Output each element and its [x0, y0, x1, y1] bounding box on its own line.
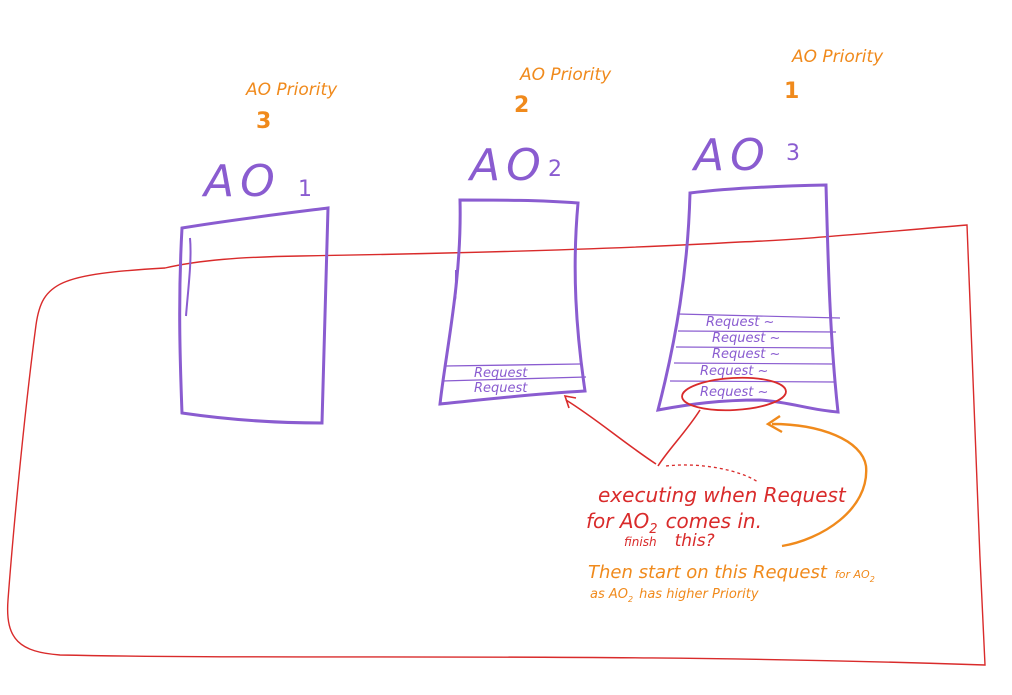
ao2-request-item: Request: [474, 366, 528, 381]
ao2-queue-box: [438, 198, 587, 406]
orange-note-line-1-small: for AO: [835, 568, 870, 581]
ao3-queue-box: [655, 183, 840, 414]
active-object-ao1: AO Priority 3 AO 1: [178, 80, 338, 425]
ao3-queue-divider: [675, 346, 835, 349]
red-note-line-2: for AO2 comes in.: [586, 509, 762, 537]
ao3-priority-value: 1: [784, 79, 799, 104]
incoming-request-arrow: [565, 399, 657, 465]
ao3-queue-divider: [669, 380, 835, 383]
ao3-request-item: Request ~: [712, 331, 780, 346]
ao3-queue-divider: [677, 330, 837, 333]
active-object-ao3: AO Priority 1 AO 3 Request ~ Request ~ R…: [655, 47, 884, 414]
orange-note-line-1-small-sub: 2: [870, 575, 875, 584]
ao3-request-item: Request ~: [700, 385, 768, 400]
red-note-line-1: executing when Request: [598, 483, 847, 507]
executing-request-highlight: [681, 376, 787, 412]
ao2-queue-divider: [441, 376, 587, 382]
system-boundary: [6, 224, 986, 666]
red-note-small: finish this?: [624, 531, 715, 551]
ao1-priority-value: 3: [256, 109, 271, 134]
ao1-queue-box: [178, 206, 330, 425]
ao2-priority-value: 2: [514, 93, 529, 118]
ao2-title-subscript: 2: [548, 157, 562, 182]
ao1-title: AO: [201, 156, 281, 207]
red-note-line-2-sub: 2: [649, 522, 657, 537]
ao3-priority-label: AO Priority: [791, 47, 884, 67]
active-object-ao2: AO Priority 2 AO 2 Request Request: [438, 65, 612, 406]
executing-connector-line: [657, 409, 701, 467]
ao1-tick-mark: [185, 237, 192, 317]
ao2-title: AO: [467, 140, 547, 191]
dashed-connector: [665, 464, 759, 483]
orange-note-line-2-sub: 2: [628, 595, 633, 604]
ao1-title-subscript: 1: [298, 177, 312, 202]
priority-switch-arrow: [771, 422, 868, 548]
ao3-request-item: Request ~: [706, 315, 774, 330]
orange-note-line-1-text: Then start on this Request: [588, 562, 828, 583]
red-note-small-word: finish: [624, 535, 657, 549]
ao3-queue-divider: [673, 362, 833, 365]
ao2-priority-label: AO Priority: [519, 65, 612, 85]
orange-note-line-1: Then start on this Request for AO2: [588, 562, 875, 584]
ao1-priority-label: AO Priority: [245, 80, 338, 100]
red-note-small-tail: this?: [675, 531, 715, 551]
ao3-title-subscript: 3: [786, 141, 800, 166]
orange-note-line-2: as AO2 has higher Priority: [590, 587, 759, 604]
ao3-request-item: Request ~: [712, 347, 780, 362]
ao2-request-item: Request: [474, 381, 528, 396]
ao3-title: AO: [691, 130, 771, 181]
orange-note-line-2-tail: has higher Priority: [639, 587, 759, 602]
ao2-queue-divider: [444, 363, 581, 367]
red-note-line-2-text: for AO: [586, 509, 649, 533]
incoming-request-arrowhead: [563, 394, 577, 409]
ao3-request-item: Request ~: [700, 364, 768, 379]
priority-switch-arrowhead: [765, 415, 783, 434]
ao3-queue-divider: [677, 313, 841, 319]
red-note-line-2-tail: comes in.: [666, 509, 762, 533]
ao2-tick-mark: [454, 269, 457, 301]
orange-note-line-2-text: as AO: [590, 587, 628, 602]
